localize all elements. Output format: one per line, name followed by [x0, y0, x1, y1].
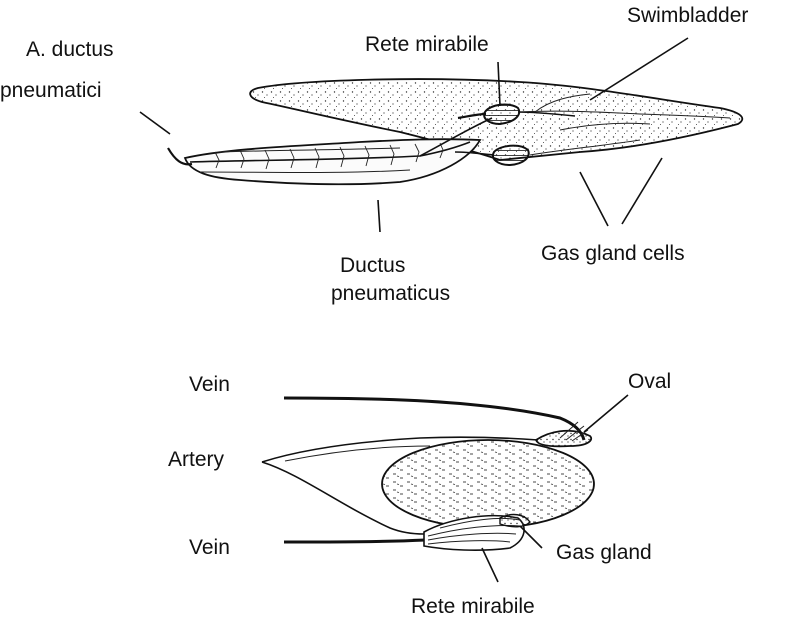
leader-ductus	[377, 199, 381, 233]
a-ductus-pneumatici-vessel	[167, 147, 193, 166]
label-artery: Artery	[168, 448, 225, 471]
leader-gas-gland-cells	[579, 171, 609, 227]
leader-rete-mirabile	[497, 61, 501, 107]
label-ductus-line2: pneumaticus	[331, 282, 450, 305]
label-rete-mirabile-bottom: Rete mirabile	[411, 595, 535, 618]
leader-a-ductus	[139, 111, 171, 135]
ductus-inner-vessel	[199, 169, 411, 173]
leader-rete-mirabile-bottom	[481, 547, 499, 583]
swimbladder-vessel	[559, 122, 651, 131]
vein-bottom-vessel	[283, 538, 427, 544]
label-ductus-line1: Ductus	[340, 254, 405, 277]
label-oval: Oval	[628, 370, 671, 393]
oval-structure	[534, 421, 592, 448]
ductus-inner-vessel	[219, 147, 401, 153]
label-vein-bottom: Vein	[189, 536, 230, 559]
ductus-segments	[214, 142, 444, 170]
label-vein-top: Vein	[189, 373, 230, 396]
leader-gas-gland	[519, 525, 543, 549]
vein-top-vessel-inner	[283, 402, 557, 423]
swimbladder-vessel	[534, 93, 591, 113]
swimbladder-vessel	[519, 110, 731, 119]
artery-vessel	[261, 461, 425, 535]
label-swimbladder: Swimbladder	[627, 4, 748, 27]
swimbladder-diagram: A. ductus pneumatici Rete mirabile Swimb…	[0, 4, 748, 305]
swimbladder-vessel	[529, 139, 641, 156]
label-a-ductus-line1: A. ductus	[26, 38, 114, 61]
leader-oval	[583, 394, 629, 433]
label-gas-gland: Gas gland	[556, 541, 652, 564]
label-rete-mirabile-top: Rete mirabile	[365, 33, 489, 56]
a-ductus-pneumatici-vessel	[419, 117, 493, 157]
gas-gland	[499, 513, 531, 528]
ductus-inner-vessel	[189, 141, 471, 163]
vein-top-vessel	[283, 396, 586, 441]
label-gas-gland-cells: Gas gland cells	[541, 242, 685, 265]
artery-vessel	[284, 445, 431, 462]
leader-swimbladder	[589, 37, 689, 101]
rete-mirabile-lower	[454, 144, 530, 167]
leader-gas-gland-cells	[621, 157, 663, 225]
gas-gland-diagram: Vein Oval Artery Vein Gas gland Rete mir…	[168, 370, 671, 618]
bladder-section	[381, 439, 595, 529]
rete-mirabile-upper	[457, 103, 576, 126]
artery-vessel	[261, 436, 539, 463]
ductus-pneumaticus	[183, 138, 482, 186]
label-a-ductus-line2: pneumatici	[0, 79, 102, 102]
